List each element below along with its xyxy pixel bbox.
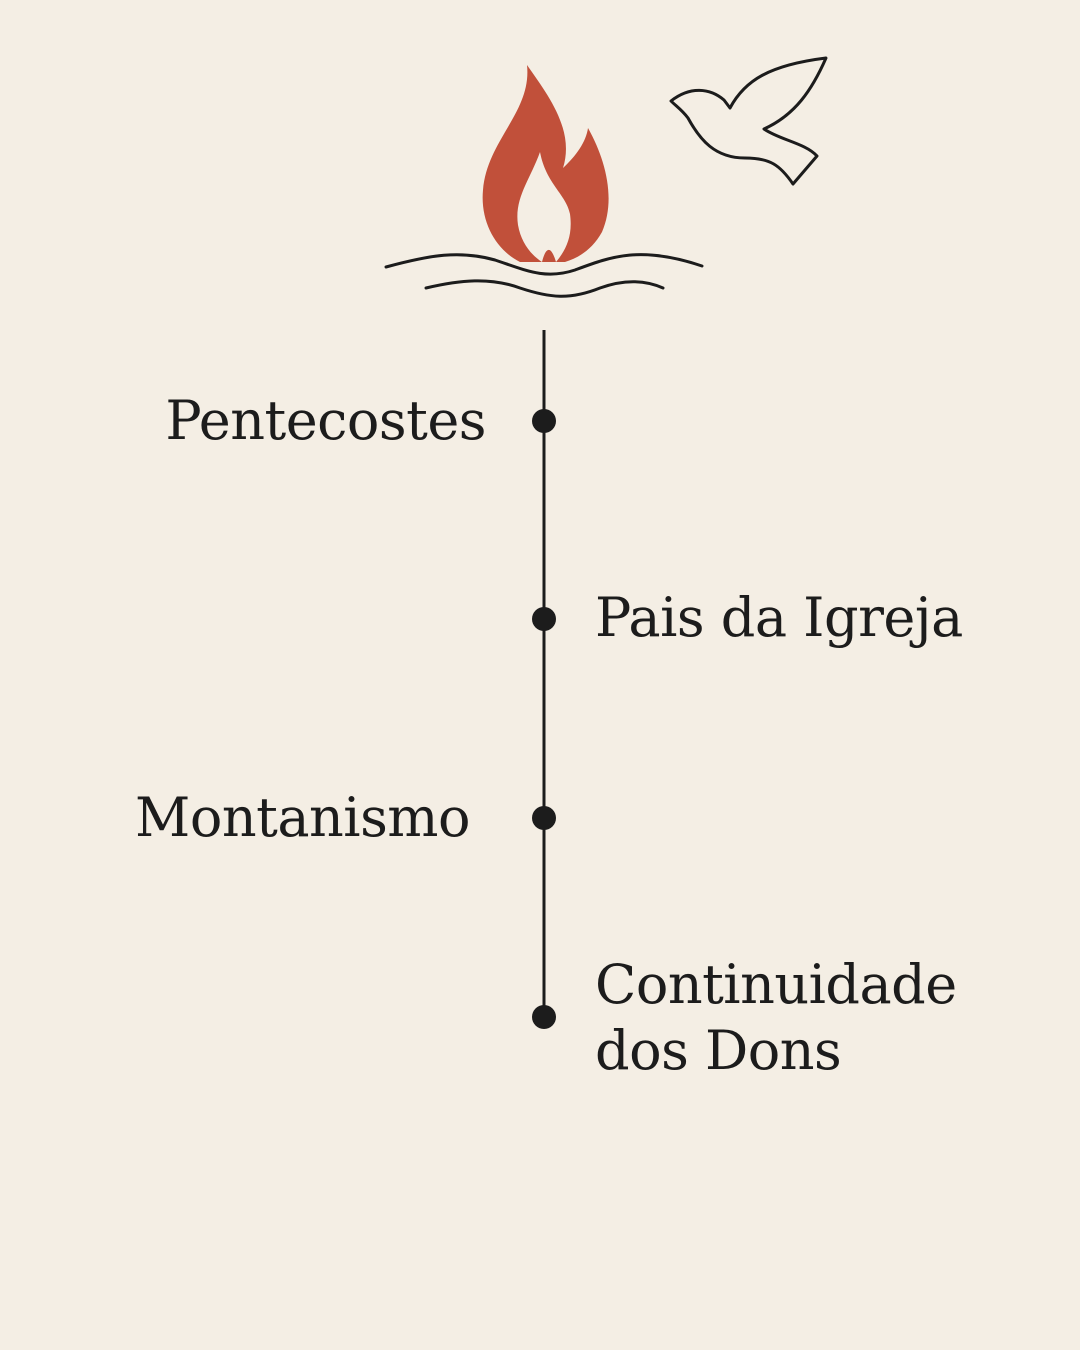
timeline-label-continuidade-dos-dons: Continuidade dos Dons: [595, 952, 957, 1084]
dove-icon: [669, 56, 828, 186]
timeline-dot-pentecostes: [532, 409, 556, 433]
label-line-1: Continuidade: [595, 953, 957, 1016]
label-line-2: dos Dons: [595, 1019, 842, 1082]
flame-icon: [482, 65, 609, 262]
water-waves-icon: [384, 253, 704, 298]
timeline-label-pentecostes: Pentecostes: [165, 389, 486, 452]
timeline-dot-pais-da-igreja: [532, 607, 556, 631]
timeline: [532, 330, 556, 1029]
timeline-dot-montanismo: [532, 806, 556, 830]
timeline-dot-continuidade: [532, 1005, 556, 1029]
timeline-label-montanismo: Montanismo: [135, 786, 470, 849]
timeline-label-pais-da-igreja: Pais da Igreja: [595, 586, 963, 649]
